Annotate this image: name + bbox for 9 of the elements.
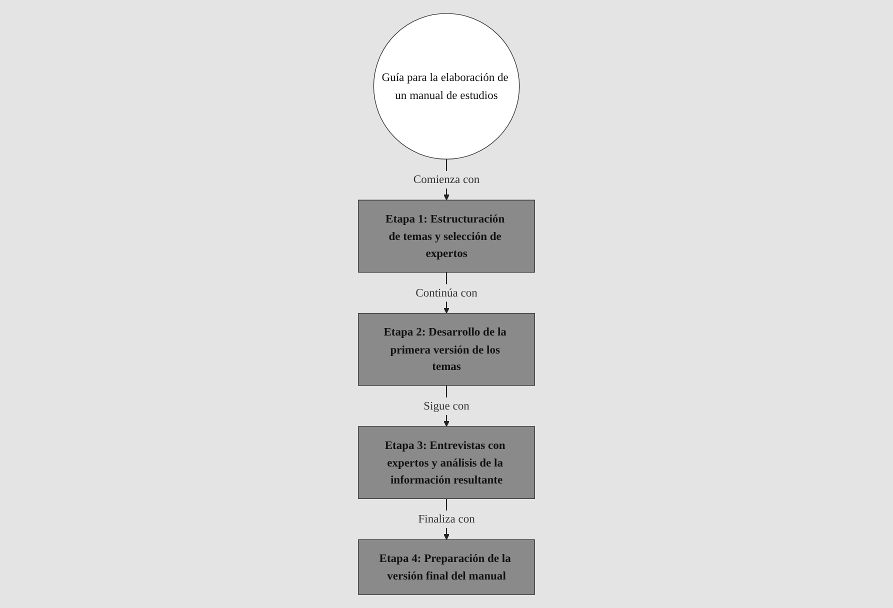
node-box: Etapa 4: Preparación de la versión final del manual [358, 539, 535, 595]
edge-label: Comienza con [413, 173, 480, 186]
edge-label: Finaliza con [418, 512, 475, 526]
node-box: Etapa 1: Estructuración de temas y selección de expertos [358, 200, 535, 273]
node-box: Etapa 3: Entrevistas con expertos y análisis de la información resultante [358, 426, 535, 499]
node-box: Etapa 2: Desarrollo de la primera versión de los temas [358, 312, 535, 386]
edge-label: Continúa con [416, 286, 478, 300]
edge-label: Sigue con [424, 399, 470, 412]
node-circle: Guía para la elaboración de un manual de estudios [373, 13, 520, 160]
